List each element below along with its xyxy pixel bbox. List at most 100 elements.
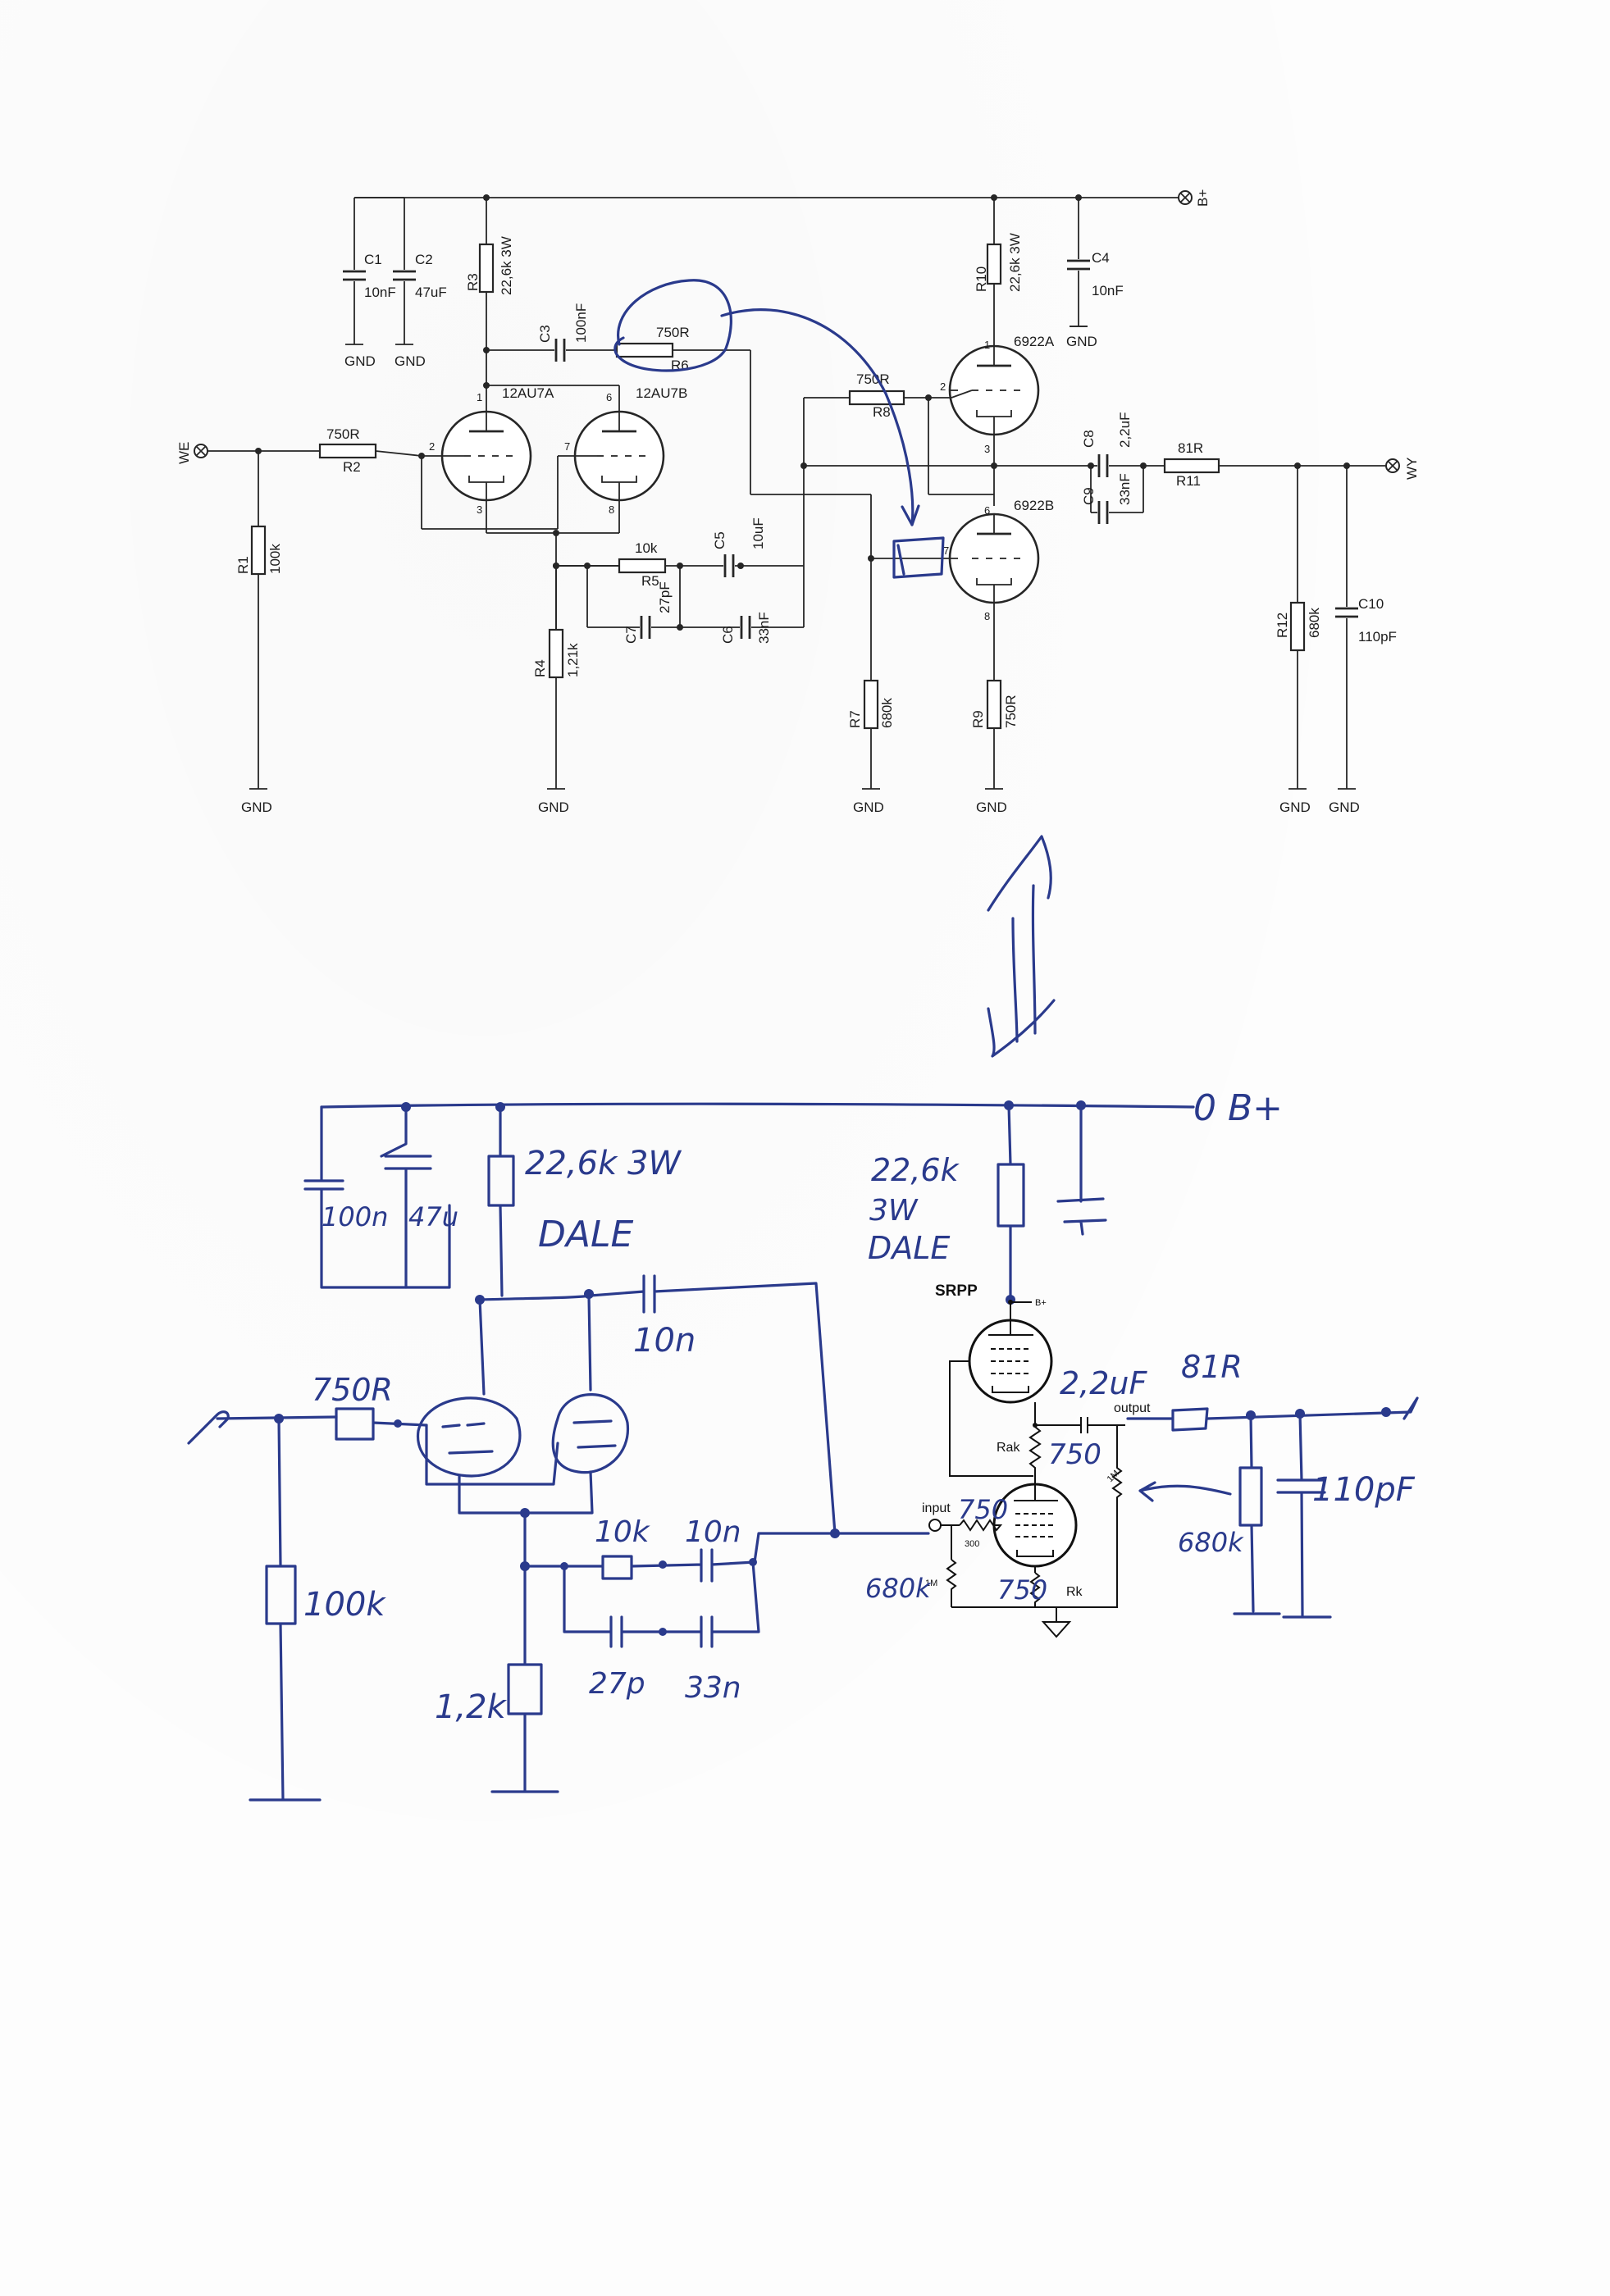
ink-annotations-top	[613, 279, 945, 579]
r9-ref: R9	[970, 710, 986, 728]
tube-v1b-label: 12AU7B	[636, 385, 687, 401]
printed-schematic: B+ C1 10nF GND C2 47uF GND R3 22,6k 3W C…	[176, 189, 1420, 815]
ink-c100n-label: 100n	[322, 1201, 388, 1232]
gnd-label: GND	[976, 800, 1007, 815]
svg-text:7: 7	[564, 440, 570, 453]
c2-ref: C2	[415, 252, 433, 267]
tube-6922b	[935, 512, 1040, 604]
ink-r750-rak: 750	[1048, 1438, 1101, 1471]
srpp-upper-tube	[968, 1319, 1053, 1404]
c4-value: 10nF	[1092, 283, 1124, 298]
r11-resistor	[1163, 458, 1220, 474]
ink-r680k-right: 680k	[1178, 1527, 1244, 1558]
c8-value: 2,2uF	[1117, 412, 1133, 448]
gnd-label: GND	[344, 353, 376, 369]
r4-resistor	[548, 628, 564, 679]
ink-arrow-head	[901, 504, 920, 526]
ink-c33n: 33n	[685, 1671, 741, 1705]
c9-ref: C9	[1081, 487, 1097, 505]
srpp-output-label: output	[1114, 1401, 1151, 1415]
r8-resistor	[848, 390, 905, 406]
r3-ref: R3	[465, 273, 481, 291]
r10-resistor	[986, 243, 1002, 285]
r12-resistor	[1289, 601, 1306, 652]
r1-ref: R1	[235, 556, 251, 574]
r11-ref: R11	[1176, 473, 1201, 489]
ink-box-grid	[892, 536, 945, 579]
r10-ref: R10	[974, 266, 989, 292]
ink-dale-value-1: 22,6k 3W	[525, 1145, 682, 1182]
c3-ref: C3	[537, 325, 553, 343]
r3-resistor	[478, 243, 495, 294]
svg-text:1: 1	[984, 339, 990, 351]
r7-resistor	[863, 679, 879, 730]
svg-text:2: 2	[940, 380, 946, 393]
r5-ref: R5	[641, 573, 659, 589]
srpp-1m-a: 1M	[925, 1578, 937, 1588]
r4-value: 1,21k	[565, 643, 581, 677]
c8-ref: C8	[1081, 430, 1097, 448]
r11-value: 81R	[1178, 440, 1203, 456]
ink-r100k-label: 100k	[303, 1586, 386, 1624]
ink-dale-1: DALE	[538, 1214, 633, 1255]
c4-ref: C4	[1092, 250, 1110, 266]
svg-text:3: 3	[984, 443, 990, 455]
svg-text:7: 7	[943, 544, 949, 557]
svg-text:6: 6	[984, 504, 990, 517]
ink-value-2a: 22,6k	[871, 1152, 960, 1188]
ink-r1-2k: 1,2k	[435, 1688, 508, 1726]
gnd-label: GND	[1329, 800, 1360, 815]
r3-value: 22,6k 3W	[499, 236, 514, 295]
r12-ref: R12	[1275, 613, 1290, 638]
r2-value: 750R	[326, 426, 360, 442]
ink-r750-input: 750	[958, 1494, 1008, 1525]
ink-dale-2: DALE	[868, 1230, 950, 1266]
ink-double-arrow	[987, 835, 1056, 1058]
r5-value: 10k	[635, 540, 658, 556]
ink-r10k: 10k	[595, 1515, 651, 1549]
bplus-terminal	[1178, 190, 1193, 205]
svg-text:8: 8	[609, 503, 614, 516]
srpp-title: SRPP	[935, 1282, 978, 1300]
r5-resistor	[618, 558, 667, 574]
r1-resistor	[250, 525, 267, 576]
c10-value: 110pF	[1358, 629, 1397, 645]
c9-value: 33nF	[1117, 473, 1133, 505]
ink-circle-r6	[613, 279, 732, 372]
srpp-input-label: input	[922, 1501, 951, 1515]
c7-ref: C7	[623, 626, 639, 644]
ink-bplus-label: 0 B+	[1193, 1087, 1283, 1129]
ink-c10n-mid: 10n	[685, 1515, 741, 1549]
tube-v2a-label: 6922A	[1014, 334, 1055, 349]
we-terminal	[194, 444, 208, 458]
tube-6922a	[948, 344, 1040, 436]
r12-value: 680k	[1307, 608, 1322, 638]
gnd-label: GND	[1066, 334, 1097, 349]
gnd-label: GND	[1279, 800, 1311, 815]
gnd-label: GND	[395, 353, 426, 369]
r9-value: 750R	[1003, 695, 1019, 728]
svg-text:3: 3	[477, 503, 482, 516]
ink-c2-2uf: 2,2uF	[1060, 1365, 1148, 1401]
r2-resistor	[318, 443, 377, 459]
ink-c27p: 27p	[589, 1667, 645, 1701]
ink-r81: 81R	[1181, 1349, 1243, 1385]
r10-value: 22,6k 3W	[1007, 233, 1023, 292]
svg-text:2: 2	[429, 440, 435, 453]
svg-text:1: 1	[477, 391, 482, 403]
ink-c47u-label: 47u	[408, 1201, 458, 1232]
c5-value: 10uF	[750, 517, 766, 549]
wy-label: WY	[1404, 458, 1420, 480]
ink-r750-rk: 750	[997, 1574, 1047, 1606]
tube-v1a-label: 12AU7A	[502, 385, 554, 401]
ink-r750-in: 750R	[312, 1372, 393, 1408]
srpp-clip: SRPP B+ Rak output 1M	[922, 1282, 1151, 1638]
srpp-rak-label: Rak	[997, 1441, 1020, 1455]
r4-ref: R4	[532, 659, 548, 677]
c3-value: 100nF	[573, 303, 589, 343]
srpp-300: 300	[965, 1539, 979, 1549]
handwritten-schematic: 0 B+ 100n 47u 22,6k 3W DALE 10n 750R 100…	[187, 1087, 1283, 1802]
c5-ref: C5	[712, 531, 727, 549]
